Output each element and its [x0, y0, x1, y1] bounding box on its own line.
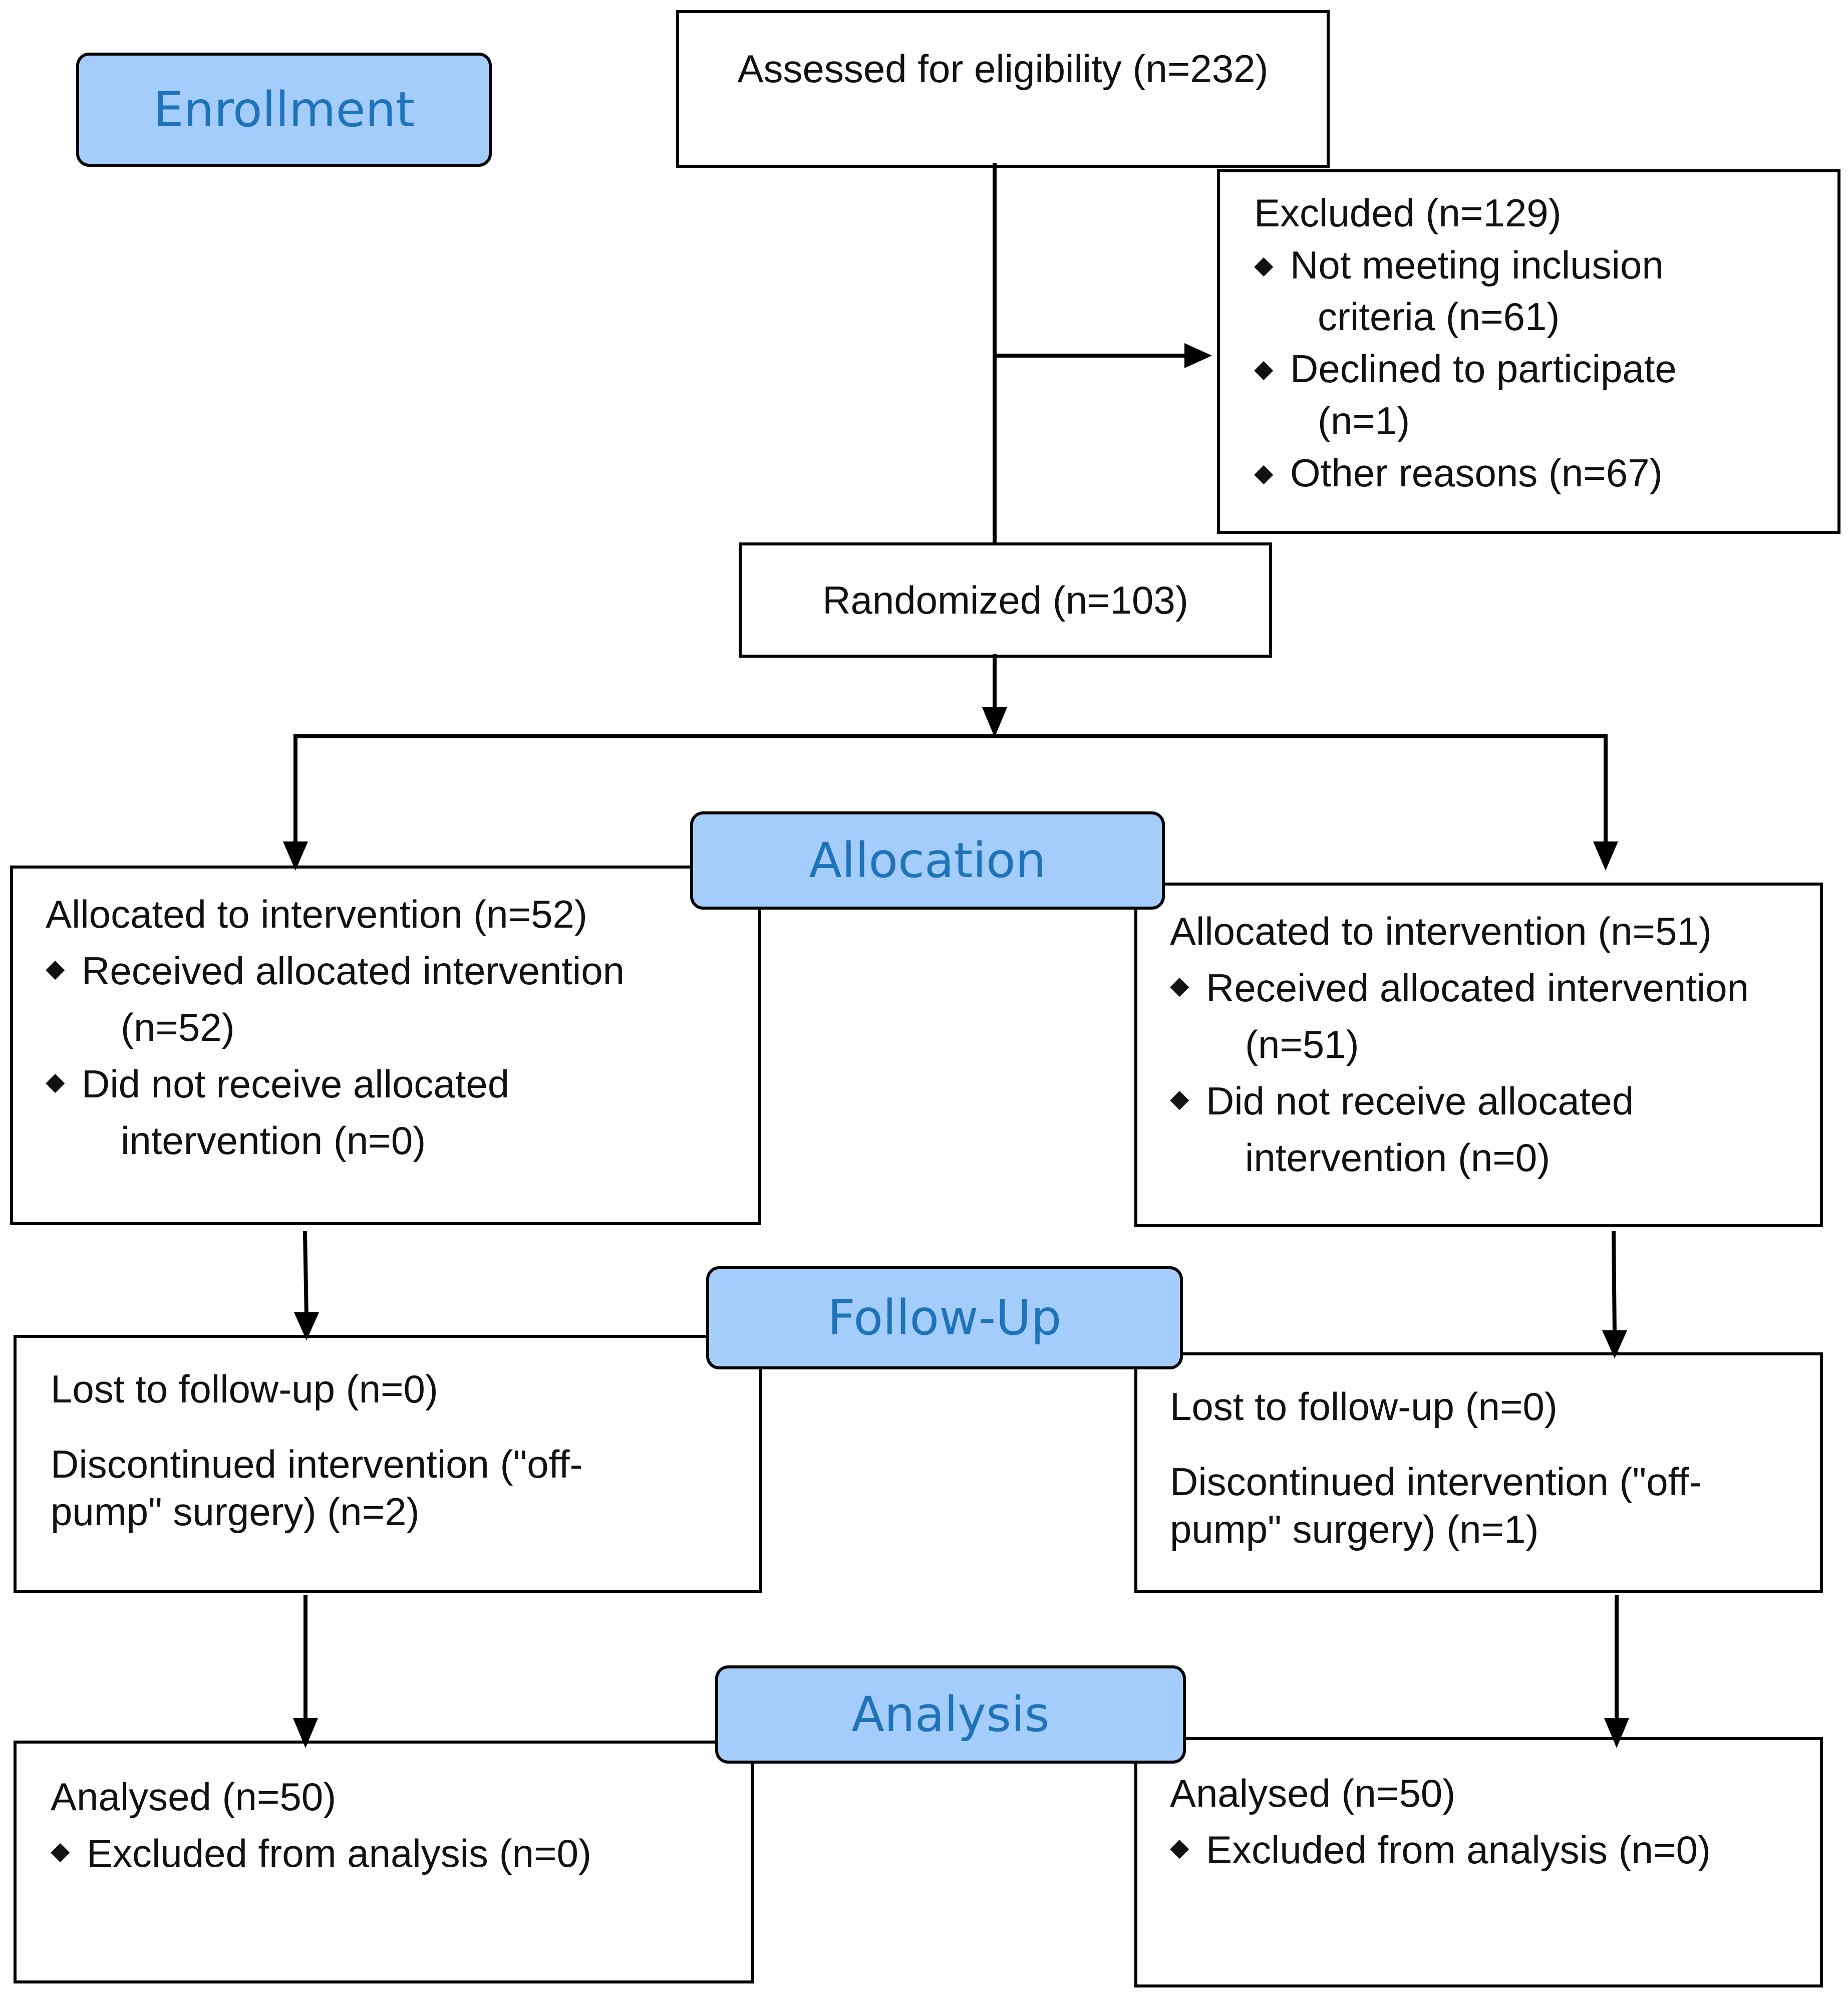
excluded-reason-line: Declined to participate: [1290, 347, 1677, 391]
excluded-reason-item: ◆ Declined to participate (n=1): [1254, 343, 1837, 447]
left-allocation-box: Allocated to intervention (n=52) ◆ Recei…: [10, 866, 761, 1225]
assessed-box: Assessed for eligibility (n=232): [676, 10, 1330, 168]
bullet-diamond-icon: ◆: [46, 1067, 65, 1096]
bullet-diamond-icon: ◆: [1170, 971, 1189, 1000]
right-follow-up-box: Lost to follow-up (n=0) Discontinued int…: [1134, 1352, 1823, 1593]
bullet-diamond-icon: ◆: [46, 954, 65, 983]
right-discontinued-line2: pump" surgery) (n=1): [1170, 1507, 1539, 1552]
right-lost-follow-up: Lost to follow-up (n=0): [1170, 1384, 1558, 1429]
left-lost-follow-up: Lost to follow-up (n=0): [51, 1367, 438, 1411]
bullet-diamond-icon: ◆: [1170, 1084, 1189, 1113]
excluded-reason-line: Other reasons (n=67): [1290, 450, 1663, 495]
left-allocation-title: Allocated to intervention (n=52): [46, 892, 587, 936]
randomized-box: Randomized (n=103): [739, 542, 1272, 658]
excluded-reason-line: Not meeting inclusion: [1290, 242, 1664, 287]
stage-follow-up-label: Follow-Up: [827, 1290, 1062, 1346]
bullet-diamond-icon: ◆: [51, 1837, 70, 1865]
left-discontinued-line1: Discontinued intervention ("off-: [51, 1442, 583, 1487]
left-follow-up-box: Lost to follow-up (n=0) Discontinued int…: [14, 1335, 762, 1593]
left-received-line1: Received allocated intervention: [82, 949, 625, 993]
right-received-line2: (n=51): [1245, 1022, 1359, 1067]
right-not-received-line1: Did not receive allocated: [1206, 1079, 1634, 1123]
stage-enrollment-label: Enrollment: [153, 82, 415, 138]
left-not-received-item: ◆ Did not receive allocated: [46, 1056, 758, 1112]
arrowhead-right-allocation: [1593, 841, 1618, 871]
left-excluded-analysis-text: Excluded from analysis (n=0): [87, 1831, 591, 1876]
stage-follow-up: Follow-Up: [706, 1266, 1183, 1369]
bullet-diamond-icon: ◆: [1254, 355, 1274, 383]
right-received-item: ◆ Received allocated intervention: [1170, 960, 1820, 1016]
right-excluded-analysis-text: Excluded from analysis (n=0): [1206, 1828, 1711, 1872]
stage-analysis-label: Analysis: [851, 1686, 1050, 1743]
assessed-text: Assessed for eligibility (n=232): [737, 47, 1269, 91]
excluded-title: Excluded (n=129): [1254, 191, 1562, 235]
stage-allocation-label: Allocation: [809, 832, 1046, 889]
bullet-diamond-icon: ◆: [1254, 250, 1274, 279]
right-not-received-item: ◆ Did not receive allocated: [1170, 1073, 1820, 1129]
right-analysis-box: Analysed (n=50) ◆ Excluded from analysis…: [1134, 1737, 1823, 1987]
arrowhead-randomized: [982, 707, 1007, 737]
bullet-diamond-icon: ◆: [1254, 458, 1274, 487]
right-alloc-to-followup: [1611, 1231, 1617, 1337]
left-discontinued-line2: pump" surgery) (n=2): [51, 1490, 420, 1534]
excluded-reason-item: ◆ Other reasons (n=67): [1254, 447, 1837, 499]
stage-enrollment: Enrollment: [76, 53, 492, 167]
left-received-line2: (n=52): [121, 1005, 235, 1050]
bullet-diamond-icon: ◆: [1170, 1833, 1189, 1862]
left-not-received-line2: intervention (n=0): [121, 1118, 426, 1163]
left-received-item: ◆ Received allocated intervention: [46, 943, 758, 999]
excluded-reason-line: criteria (n=61): [1318, 295, 1560, 339]
excluded-reason-line: (n=1): [1318, 398, 1410, 443]
left-alloc-to-followup: [302, 1231, 309, 1320]
right-analysed-title: Analysed (n=50): [1170, 1771, 1456, 1815]
right-allocation-box: Allocated to intervention (n=51) ◆ Recei…: [1134, 883, 1823, 1227]
left-not-received-line1: Did not receive allocated: [82, 1062, 510, 1106]
right-discontinued-line1: Discontinued intervention ("off-: [1170, 1460, 1702, 1504]
right-excluded-analysis-item: ◆ Excluded from analysis (n=0): [1170, 1822, 1820, 1878]
left-analysed-title: Analysed (n=50): [51, 1775, 337, 1819]
arrowhead-excluded: [1184, 343, 1212, 368]
stage-analysis: Analysis: [715, 1665, 1186, 1764]
excluded-reason-item: ◆ Not meeting inclusion criteria (n=61): [1254, 239, 1837, 343]
stage-allocation: Allocation: [690, 811, 1165, 910]
randomized-text: Randomized (n=103): [822, 578, 1188, 622]
left-analysis-box: Analysed (n=50) ◆ Excluded from analysis…: [14, 1741, 754, 1983]
right-received-line1: Received allocated intervention: [1206, 966, 1749, 1010]
right-allocation-title: Allocated to intervention (n=51): [1170, 909, 1712, 953]
right-not-received-line2: intervention (n=0): [1245, 1135, 1551, 1180]
left-excluded-analysis-item: ◆ Excluded from analysis (n=0): [51, 1825, 751, 1882]
excluded-box: Excluded (n=129) ◆ Not meeting inclusion…: [1217, 169, 1840, 534]
